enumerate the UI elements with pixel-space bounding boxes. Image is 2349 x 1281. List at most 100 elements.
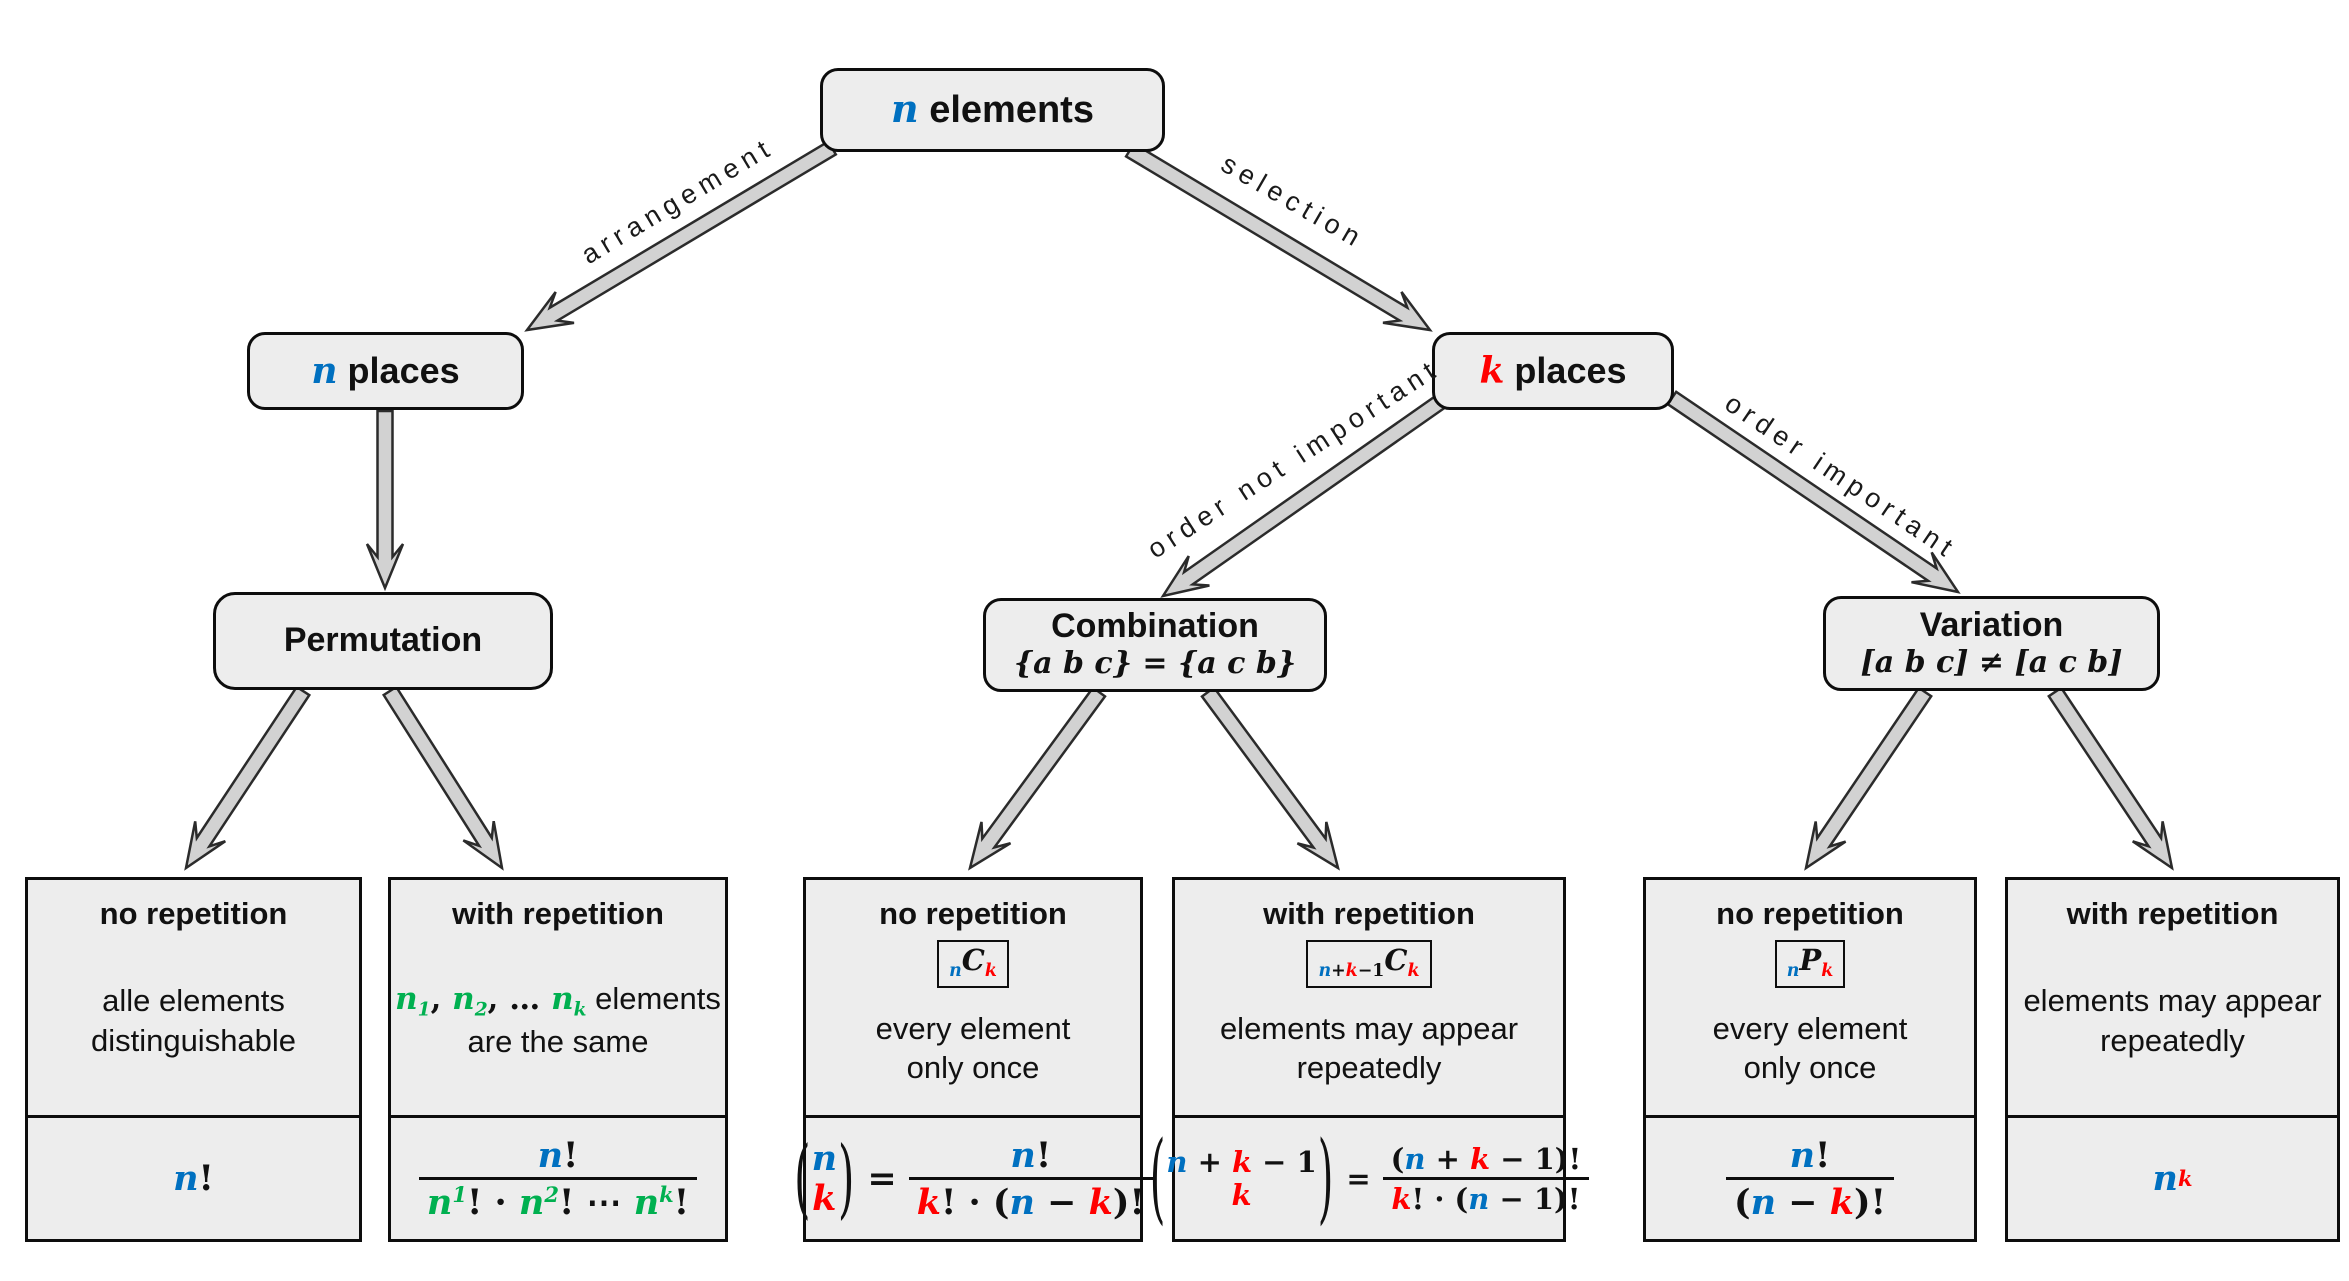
math-token: k: [2177, 1166, 2193, 1191]
math-token: !: [198, 1158, 214, 1199]
leaf-description-section: no repetition nPk every element only onc…: [1646, 880, 1974, 1118]
leaf-description: alle elements distinguishable: [91, 932, 296, 1115]
right-paren: ): [838, 1127, 855, 1228]
math-token: +: [1425, 1141, 1470, 1176]
math-token: !: [563, 1134, 579, 1176]
math-token: k: [1231, 1145, 1253, 1180]
math-token: repeatedly: [2100, 1022, 2245, 1058]
leaf-combination-with-repetition: with repetition n+k−1Ck elements may app…: [1150, 877, 1590, 1242]
arrow-root-to-k-places: [1124, 141, 1433, 332]
leaf-description: n1, n2, … nk elements are the same: [395, 932, 721, 1115]
leaf-formula-section: n!(n − k)!: [1646, 1118, 1974, 1239]
math-token: )!: [1112, 1181, 1145, 1223]
right-paren: ): [1317, 1122, 1334, 1235]
math-token: − 1: [1252, 1145, 1317, 1180]
math-token: 1: [452, 1181, 467, 1207]
math-token: n: [551, 981, 574, 1018]
math-token: =: [867, 1158, 897, 1199]
leaf-permutation-with-repetition: with repetition n1, n2, … nk elements ar…: [388, 877, 728, 1242]
math-token: n: [518, 1181, 545, 1223]
left-paren: (: [794, 1127, 811, 1228]
math-token: k: [1479, 349, 1505, 392]
math-token: (: [1390, 1141, 1405, 1176]
math-token: k: [1345, 961, 1358, 982]
math-token: ! ·: [466, 1181, 519, 1223]
math-token: distinguishable: [90, 1022, 297, 1058]
math-token: Combination: [1051, 607, 1259, 646]
math-token: elements may appear: [1219, 1010, 1519, 1046]
math-token: k: [659, 1181, 674, 1207]
node-n-places-label: n places: [311, 350, 459, 392]
leaf-description-section: no repetition nCk every element only onc…: [806, 880, 1140, 1118]
math-token: n: [1404, 1141, 1426, 1176]
math-token: =: [1346, 1161, 1371, 1196]
math-token: n: [891, 86, 919, 132]
math-token: n: [2152, 1158, 2178, 1199]
math-token: ! ⋯: [558, 1181, 634, 1223]
math-token: k: [1391, 1181, 1412, 1216]
math-token: −: [1776, 1181, 1830, 1223]
math-token: C: [961, 943, 985, 977]
math-token: k: [1821, 961, 1834, 982]
math-token: P: [1799, 943, 1822, 977]
arrow-k-places-to-combination: [1160, 394, 1447, 598]
math-token: 2: [474, 999, 488, 1021]
math-token: k: [1829, 1181, 1855, 1223]
math-token: n: [395, 981, 418, 1018]
math-token: n: [173, 1158, 199, 1199]
leaf-title: with repetition: [452, 896, 664, 931]
notation-badge-nPk: nPk: [1774, 940, 1846, 988]
math-token: − 1)!: [1490, 1141, 1582, 1176]
node-k-places: k places: [1432, 332, 1674, 410]
math-token: −: [1034, 1181, 1089, 1223]
math-token: n: [1750, 1181, 1777, 1223]
node-combination: Combination {a b c} = {a c b}: [983, 598, 1327, 692]
math-token: n: [949, 961, 962, 982]
math-token: every element: [1712, 1010, 1908, 1046]
math-token: n: [452, 981, 475, 1018]
math-token: places: [1504, 349, 1627, 391]
formula-n-factorial: n!: [173, 1158, 214, 1199]
node-permutation-title: Permutation: [284, 622, 482, 659]
notation-badge-n+k-1Ck: n+k−1Ck: [1306, 940, 1432, 988]
leaf-combination-no-repetition: no repetition nCk every element only onc…: [794, 877, 1153, 1242]
math-token: C: [1384, 943, 1408, 977]
math-token: [a b c] ≠ [a c b]: [1860, 644, 2123, 680]
math-token: every element: [875, 1010, 1071, 1046]
math-token: 1: [417, 999, 431, 1021]
math-token: only once: [906, 1050, 1040, 1086]
math-token: n: [1318, 961, 1332, 982]
leaf-description-section: no repetition alle elements distinguisha…: [28, 880, 359, 1118]
leaf-description: elements may appear repeatedly: [1220, 988, 1518, 1115]
math-token: repeatedly: [1296, 1050, 1442, 1086]
math-token: only once: [1743, 1050, 1877, 1086]
leaf-variation-with-repetition: with repetition elements may appear repe…: [2005, 877, 2340, 1242]
math-token: ! · (: [1411, 1181, 1469, 1216]
math-token: 2: [544, 1181, 559, 1207]
node-variation: Variation [a b c] ≠ [a c b]: [1823, 596, 2160, 691]
math-token: ! · (: [941, 1181, 1010, 1223]
arrow-variation-to-with-rep: [2047, 686, 2174, 871]
math-token: elements: [918, 89, 1094, 132]
leaf-permutation-no-repetition: no repetition alle elements distinguisha…: [25, 877, 362, 1242]
leaf-formula-section: n!: [28, 1118, 359, 1239]
math-token: n: [1786, 961, 1800, 982]
arrow-permutation-to-no-rep: [184, 685, 312, 871]
arrow-combination-to-no-rep: [968, 685, 1107, 871]
math-token: n: [1789, 1134, 1816, 1176]
node-variation-title: Variation: [1919, 605, 2064, 644]
math-token: n: [811, 1138, 838, 1180]
math-token: n: [537, 1134, 564, 1176]
math-token: elements: [586, 981, 721, 1017]
math-token: k: [984, 961, 997, 982]
notation-badge-nCk: nCk: [937, 940, 1009, 988]
math-token: !: [673, 1181, 690, 1223]
math-token: Variation: [1919, 605, 2064, 644]
